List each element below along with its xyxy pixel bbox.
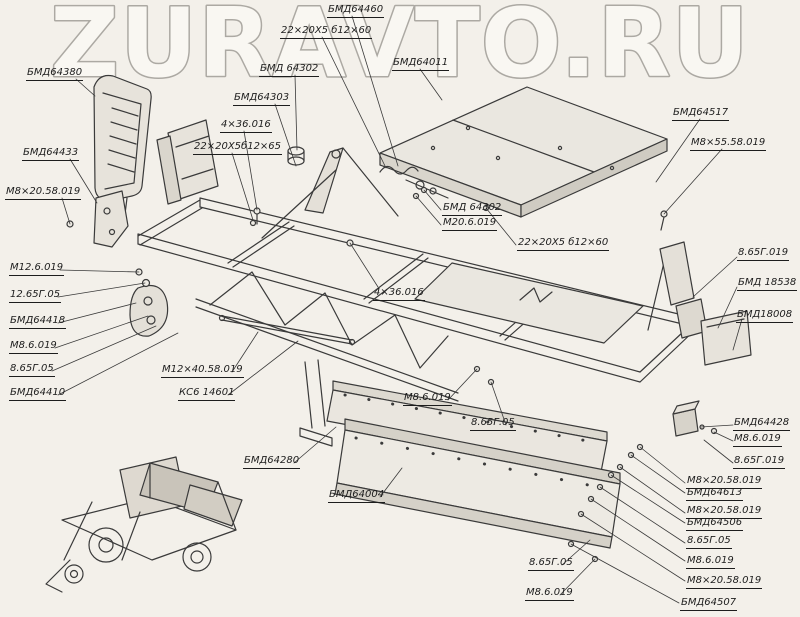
- leader-line: [485, 207, 517, 246]
- leader-line: [610, 474, 686, 524]
- hitch-mast: [261, 147, 399, 239]
- leader-line: [227, 340, 299, 396]
- leader-line: [59, 269, 140, 273]
- leader-line: [379, 467, 403, 498]
- leader-line: [51, 325, 157, 372]
- left-bracket: [156, 119, 219, 205]
- leader-line: [692, 256, 738, 298]
- leader-line: [630, 454, 686, 494]
- main-frame: [137, 197, 698, 447]
- leader-line: [559, 558, 596, 596]
- spring-hooks: [379, 165, 449, 199]
- leader-line: [293, 426, 337, 464]
- leader-line: [415, 195, 442, 226]
- leader-line: [274, 103, 297, 167]
- tie-rod: [218, 314, 356, 346]
- leader-line: [69, 158, 98, 204]
- leader-line: [243, 130, 258, 211]
- platform-panel: [379, 86, 668, 218]
- small-box: [672, 400, 700, 437]
- leader-line: [321, 36, 387, 169]
- leader-line: [732, 318, 743, 351]
- watermark-text: ZURAVTO.RU: [50, 0, 750, 99]
- leader-line: [713, 431, 734, 442]
- leader-line: [619, 466, 686, 514]
- leader-line: [639, 446, 686, 484]
- leader-line: [419, 68, 443, 101]
- leader-line: [655, 118, 701, 183]
- leader-line: [717, 286, 738, 329]
- leader-line: [663, 148, 723, 215]
- leader-line: [54, 315, 149, 349]
- leader-line: [700, 424, 734, 428]
- leader-line: [580, 513, 686, 582]
- lower-deck-panel: [414, 262, 644, 344]
- curved-bracket: [129, 284, 169, 337]
- leader-line: [57, 282, 146, 298]
- corner-bracket: [93, 190, 129, 248]
- leader-line: [231, 152, 254, 221]
- leader-line: [423, 189, 442, 211]
- leader-line: [590, 498, 686, 562]
- leader-line: [599, 486, 686, 544]
- leader-line: [703, 439, 734, 464]
- assembled-machine-thumbnail: [45, 456, 243, 593]
- leader-line: [231, 331, 259, 373]
- leader-line: [349, 242, 379, 288]
- leader-line: [61, 197, 71, 225]
- leader-line: [490, 381, 507, 426]
- leader-line: [294, 74, 298, 151]
- leader-line: [561, 539, 591, 566]
- leader-line: [351, 15, 399, 167]
- leader-line: [57, 302, 137, 324]
- right-mount-plates: [659, 241, 752, 366]
- leader-lines: [51, 15, 743, 604]
- long-panel: [334, 418, 621, 549]
- leader-line: [570, 543, 680, 604]
- leader-line: [57, 332, 179, 396]
- leader-line: [75, 78, 96, 97]
- leader-line: [447, 368, 478, 401]
